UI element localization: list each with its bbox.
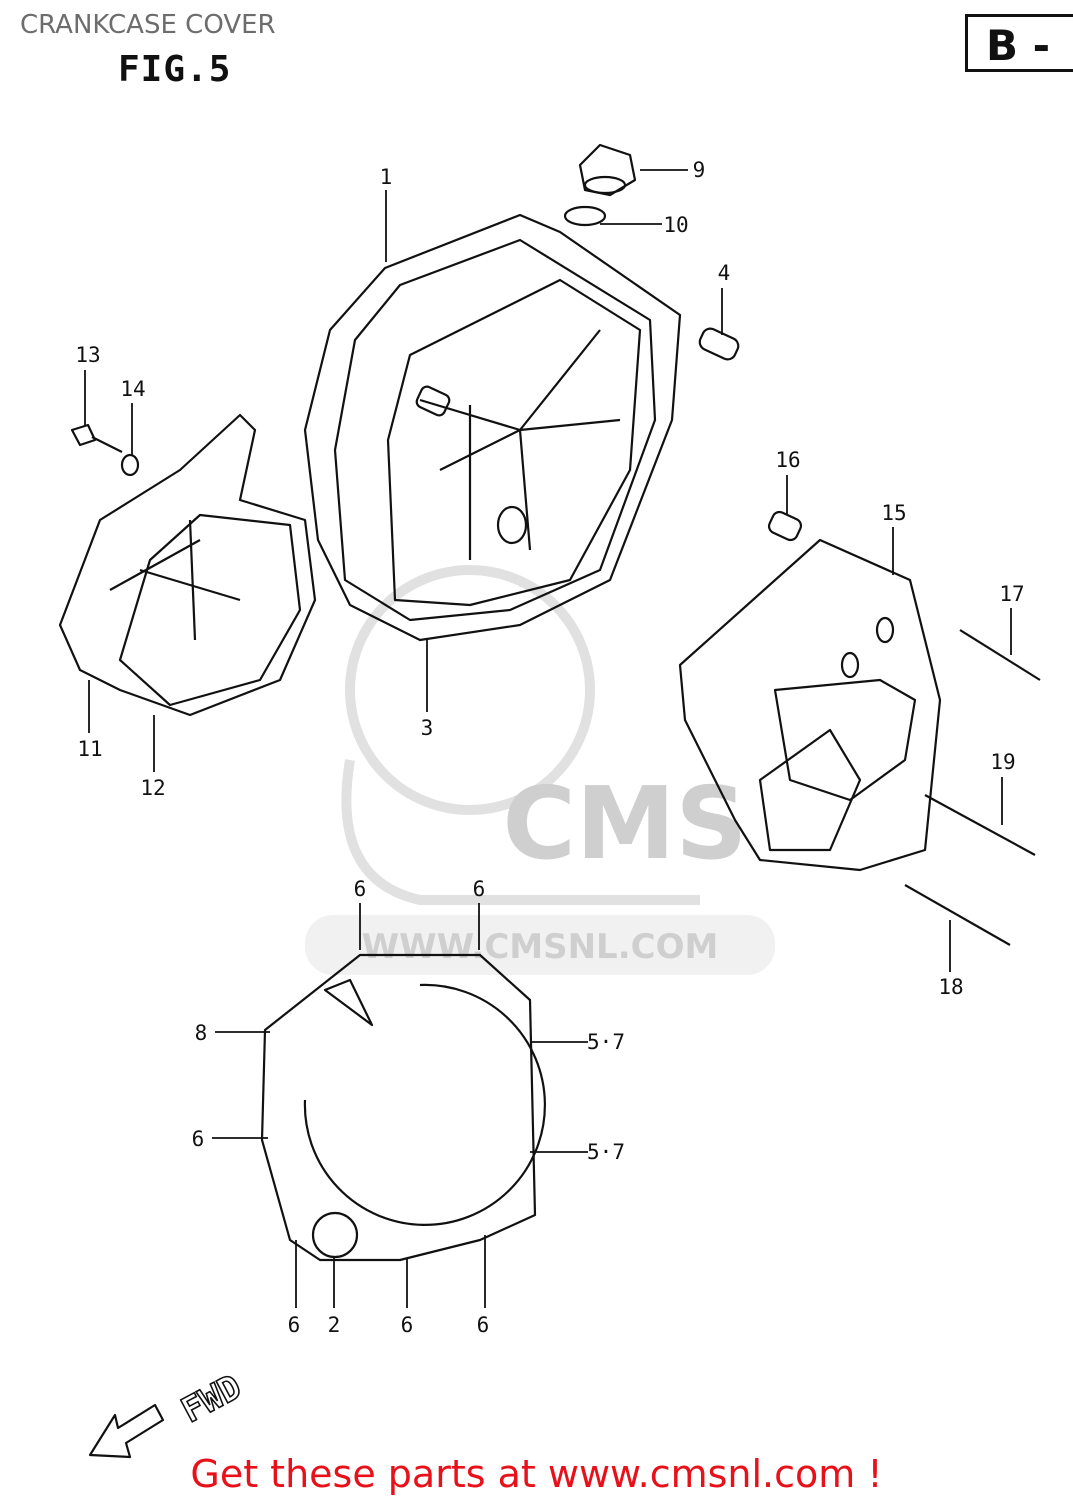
callout-6: 6 [288,1313,301,1337]
callout-15: 15 [881,501,906,525]
callout-11: 11 [77,737,102,761]
callout-5-7: 5·7 [587,1140,625,1164]
footer-banner: Get these parts at www.cmsnl.com ! [0,1452,1073,1496]
callout-14: 14 [120,377,145,401]
section-badge: B - [965,14,1073,72]
callout-labels: 1 9 10 4 13 14 16 15 17 11 12 3 19 18 6 … [75,158,1024,1337]
callout-6: 6 [354,877,367,901]
figure-number: FIG.5 [118,49,232,90]
forward-arrow-icon [88,1403,165,1459]
dowel-pin-part-16 [767,510,803,542]
section-badge-label: B - [986,21,1051,70]
callout-8: 8 [195,1021,208,1045]
bolt-part-18 [904,884,1011,946]
bolt-part-17 [959,629,1041,681]
oil-filler-cap-part-9 [578,143,637,197]
callout-6: 6 [473,877,486,901]
watermark-mascot-head [345,565,595,815]
clutch-outer-cover [260,953,546,1262]
callout-18: 18 [938,975,963,999]
callout-19: 19 [990,750,1015,774]
dowel-pin-part-4 [698,327,740,361]
watermark-logo: CMS [503,765,748,882]
callout-16: 16 [775,448,800,472]
watermark-mascot-body [341,759,700,905]
callout-17: 17 [999,582,1024,606]
callout-3: 3 [421,716,434,740]
diagram-title: CRANKCASE COVER [20,10,276,40]
callout-6: 6 [192,1127,205,1151]
callout-10: 10 [663,213,688,237]
generator-cover-part-15 [678,538,942,872]
callout-1: 1 [380,165,393,189]
bolt-part-13 [70,423,123,453]
callout-5-7: 5·7 [587,1030,625,1054]
fwd-label: FWD [175,1367,248,1431]
cmsnl-link[interactable]: Get these parts at www.cmsnl.com ! [190,1452,883,1496]
bolt-part-19 [924,794,1036,856]
watermark-url: WWW.CMSNL.COM [362,927,719,967]
callout-4: 4 [718,261,731,285]
o-ring-part-10 [563,205,607,227]
callout-9: 9 [693,158,706,182]
oil-level-window-part-2 [311,1211,359,1259]
washer-part-14 [120,453,140,477]
watermark-banner [305,915,775,975]
callout-12: 12 [140,776,165,800]
callout-2: 2 [328,1313,341,1337]
callout-13: 13 [75,343,100,367]
callout-6: 6 [401,1313,414,1337]
cms-watermark: CMS WWW.CMSNL.COM [305,565,775,975]
starter-cover-part-11 [58,413,317,717]
callout-6: 6 [477,1313,490,1337]
callout-lines [84,169,1012,1308]
forward-direction-indicator: FWD [88,1366,249,1459]
clutch-cover-part-1 [303,213,682,642]
